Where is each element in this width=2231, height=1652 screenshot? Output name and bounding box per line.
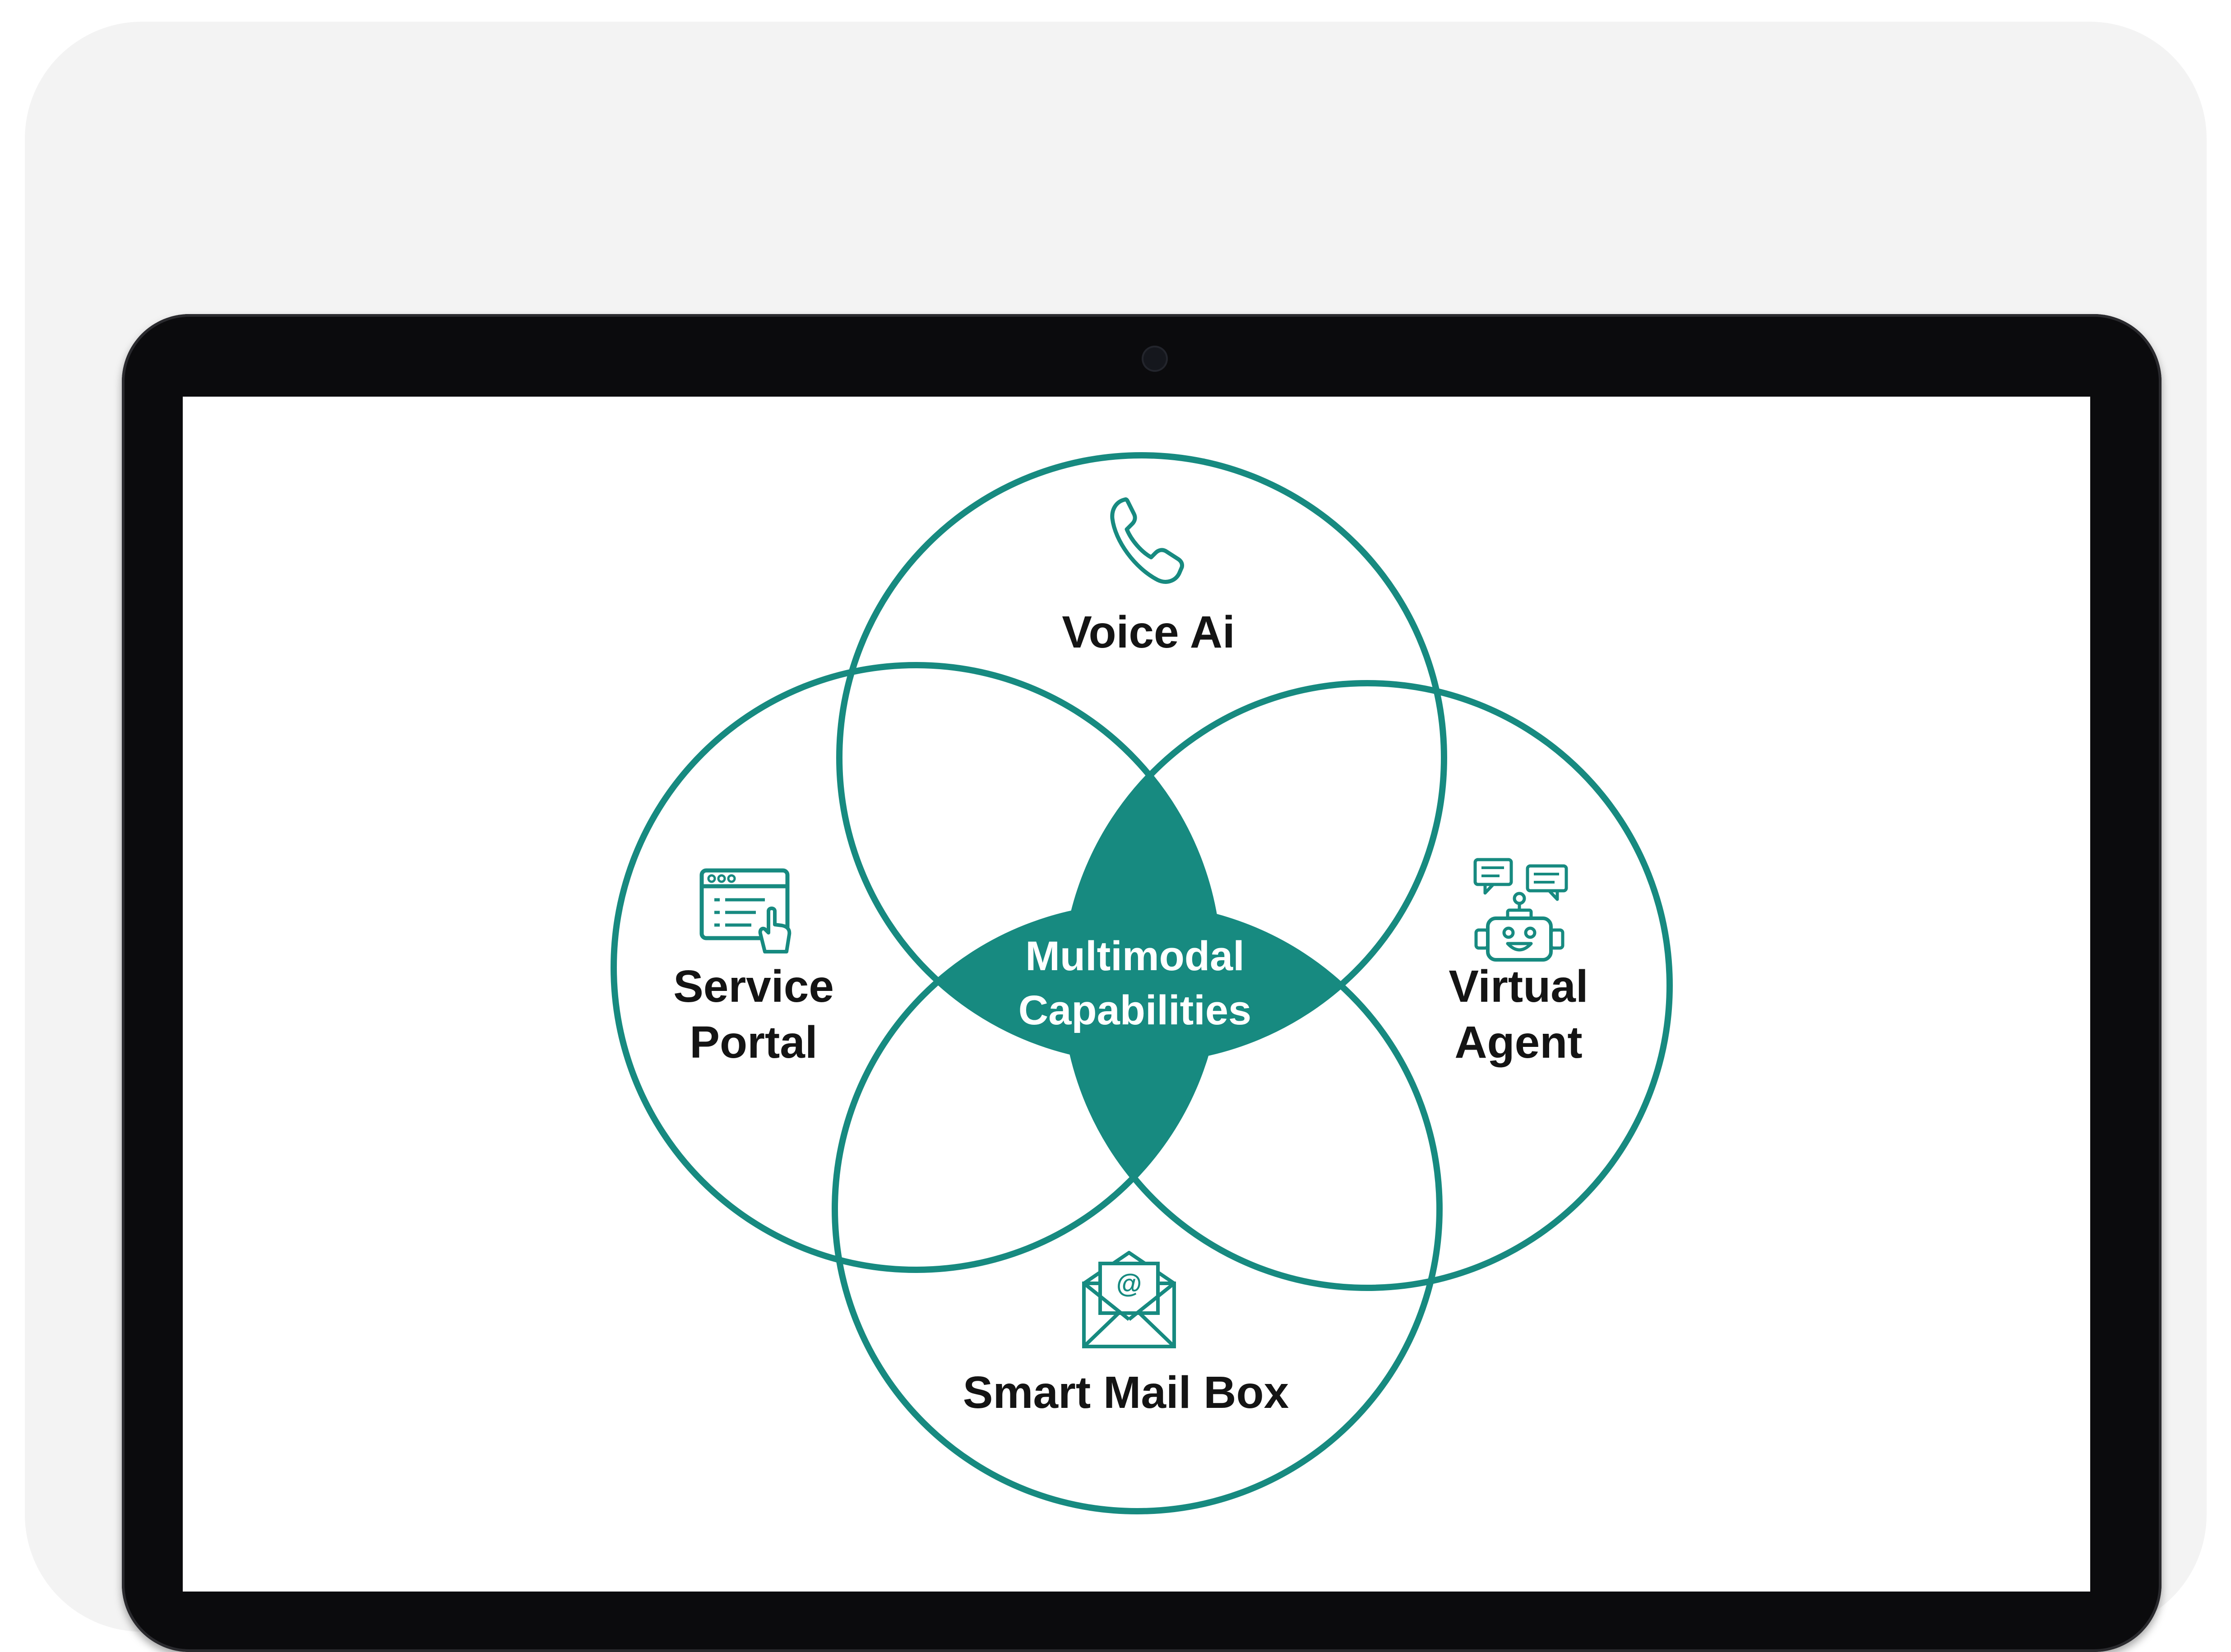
outer-card: @ Voice Ai Service Portal Virtual Agent … (25, 22, 2207, 1652)
voice-ai-label: Voice Ai (1062, 607, 1235, 657)
virtual-agent-label: Virtual Agent (1449, 961, 1588, 1068)
phone-icon (1103, 491, 1189, 591)
email-envelope-icon: @ (1078, 1247, 1182, 1356)
multimodal-capabilities-label: Multimodal Capabilities (1018, 933, 1252, 1033)
circle-service-portal (611, 662, 1222, 1273)
svg-text:@: @ (1116, 1269, 1142, 1298)
service-portal-label: Service Portal (673, 961, 834, 1068)
circle-voice (836, 452, 1447, 1063)
web-portal-icon (697, 866, 801, 956)
smart-mail-box-label: Smart Mail Box (963, 1367, 1289, 1418)
circle-virtual-agent (1062, 680, 1673, 1291)
venn-diagram (611, 452, 1673, 1514)
circle-smart-mail (832, 903, 1443, 1514)
chatbot-icon (1469, 857, 1573, 965)
tablet-screen: @ Voice Ai Service Portal Virtual Agent … (183, 397, 2090, 1592)
tablet-frame: @ Voice Ai Service Portal Virtual Agent … (122, 314, 2162, 1652)
camera-dot (1142, 346, 1168, 372)
